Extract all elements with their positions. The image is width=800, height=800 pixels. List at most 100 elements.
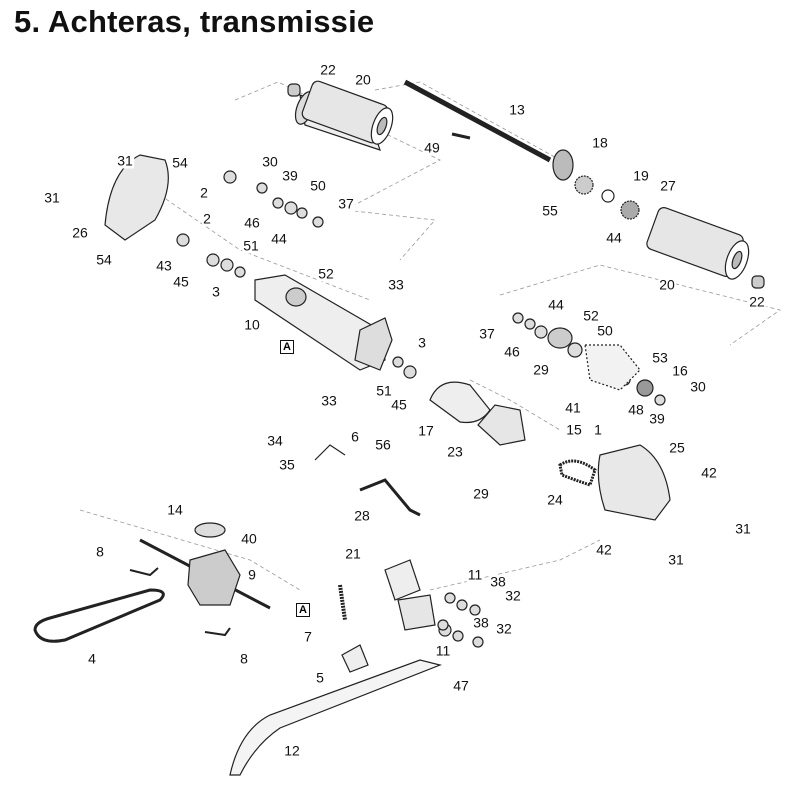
pulley-14 [194, 522, 226, 538]
part-number-label: 35 [278, 456, 296, 473]
part-number-label: 38 [472, 614, 490, 631]
part-number-label: 18 [591, 134, 609, 151]
part-number-label: 48 [627, 401, 645, 418]
part-number-label: 8 [239, 650, 249, 667]
part-number-label: 29 [532, 361, 550, 378]
cover-26 [104, 154, 169, 241]
part-number-label: 22 [319, 61, 337, 78]
roller-top [294, 80, 394, 151]
part-number-label: 39 [648, 410, 666, 427]
part-number-label: 53 [651, 349, 669, 366]
part-number-label: 45 [390, 396, 408, 413]
part-number-label: 12 [283, 742, 301, 759]
part-number-label: 30 [689, 378, 707, 395]
part-number-label: 14 [166, 501, 184, 518]
part-number-label: 2 [199, 184, 209, 201]
part-number-label: 5 [315, 669, 325, 686]
part-number-label: 54 [171, 154, 189, 171]
part-number-label: 46 [503, 343, 521, 360]
part-number-label: 8 [95, 543, 105, 560]
ring-19 [601, 189, 615, 203]
housing-23 [477, 404, 526, 446]
part-number-label: 3 [417, 334, 427, 351]
part-number-label: 46 [243, 214, 261, 231]
part-number-label: 51 [242, 237, 260, 254]
part-number-label: 42 [700, 464, 718, 481]
part-number-label: 31 [116, 152, 134, 169]
part-number-label: 50 [596, 322, 614, 339]
gear-18 [552, 149, 574, 181]
part-number-label: 13 [508, 101, 526, 118]
part-number-label: 3 [211, 283, 221, 300]
part-number-label: 44 [605, 229, 623, 246]
part-number-label: 15 [565, 421, 583, 438]
part-number-label: 19 [632, 167, 650, 184]
part-number-label: 33 [387, 276, 405, 293]
part-number-label: 23 [446, 443, 464, 460]
part-number-label: 56 [374, 436, 392, 453]
part-number-label: 43 [155, 257, 173, 274]
part-number-label: 11 [434, 642, 452, 659]
part-number-label: 50 [309, 177, 327, 194]
washers [176, 170, 666, 648]
part-number-label: 4 [87, 650, 97, 667]
part-number-label: 32 [495, 620, 513, 637]
part-number-label: 41 [564, 399, 582, 416]
part-number-label: 25 [668, 439, 686, 456]
part-number-label: 20 [658, 276, 676, 293]
part-number-label: 1 [593, 421, 603, 438]
part-number-label: 24 [546, 491, 564, 508]
guard-17 [429, 381, 491, 424]
plate-5 [341, 644, 369, 673]
part-number-label: 21 [344, 545, 362, 562]
part-number-label: 17 [417, 422, 435, 439]
part-number-label: 51 [375, 382, 393, 399]
part-number-label: 6 [350, 428, 360, 445]
part-number-label: 33 [320, 392, 338, 409]
part-number-label: 49 [423, 139, 441, 156]
reference-marker-a: A [296, 603, 310, 617]
part-number-label: 2 [202, 210, 212, 227]
part-number-label: 39 [281, 167, 299, 184]
rear-axle [403, 79, 552, 163]
part-number-label: 10 [243, 316, 261, 333]
part-number-label: 44 [547, 296, 565, 313]
chain-24 [558, 459, 597, 487]
cover-25 [597, 444, 671, 521]
part-number-label: 16 [671, 362, 689, 379]
handle-12 [229, 659, 442, 776]
seal-52 [285, 287, 307, 307]
sprocket-27 [620, 200, 640, 220]
part-number-label: 32 [504, 587, 522, 604]
roller-right [646, 207, 750, 280]
part-number-label: 28 [353, 507, 371, 524]
part-number-label: 55 [541, 202, 559, 219]
part-number-label: 40 [240, 530, 258, 547]
page-title: 5. Achteras, transmissie [14, 4, 375, 39]
part-number-label: 37 [478, 325, 496, 342]
part-number-label: 29 [472, 485, 490, 502]
part-number-label: 31 [667, 551, 685, 568]
part-number-label: 20 [354, 71, 372, 88]
lever-28 [359, 478, 421, 517]
bearing-22-top [287, 83, 301, 97]
part-number-label: 44 [270, 230, 288, 247]
part-number-label: 54 [95, 251, 113, 268]
assembly-guide-lines [79, 81, 781, 591]
link-6 [314, 444, 346, 461]
part-number-label: 9 [247, 566, 257, 583]
part-number-label: 30 [261, 153, 279, 170]
part-number-label: 45 [172, 273, 190, 290]
part-number-label: 31 [734, 520, 752, 537]
spring-7 [338, 584, 347, 621]
bracket-8-bottom [204, 627, 231, 637]
part-number-label: 47 [452, 677, 470, 694]
transmission-9 [187, 549, 241, 606]
part-number-label: 31 [43, 189, 61, 206]
part-number-label: 27 [659, 177, 677, 194]
part-number-label: 42 [595, 541, 613, 558]
sprocket-55 [574, 175, 594, 195]
bracket-8-top [129, 567, 159, 577]
